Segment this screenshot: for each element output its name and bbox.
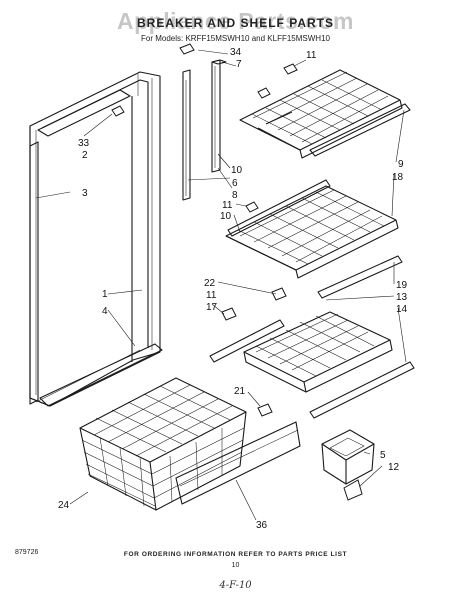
shelf-stop-clip xyxy=(257,403,273,417)
lower-trim-part xyxy=(39,343,163,407)
shelf-trim-bar-upper xyxy=(309,103,411,157)
callout-17: 17 xyxy=(206,302,218,313)
page-number: 10 xyxy=(231,562,240,569)
slide-rail-pair xyxy=(209,319,415,419)
callout-11-mid: 11 xyxy=(222,200,233,211)
top-wire-shelf xyxy=(239,69,403,159)
callout-6: 6 xyxy=(232,178,238,189)
callout-34: 34 xyxy=(230,47,242,58)
callout-2: 2 xyxy=(82,150,88,161)
basket-front-cover xyxy=(175,421,301,505)
callout-10-mid: 10 xyxy=(220,211,232,222)
watermark: Appliance Parts.com xyxy=(116,8,355,34)
callout-leader-lines xyxy=(35,49,407,521)
callout-14: 14 xyxy=(396,304,408,315)
shelf-bracket-top xyxy=(283,63,298,75)
callout-36: 36 xyxy=(256,520,268,531)
callout-9: 9 xyxy=(398,159,404,170)
callout-13: 13 xyxy=(396,292,408,303)
callout-33: 33 xyxy=(78,138,90,149)
shelf-trim-bar-middle xyxy=(227,179,331,237)
models-line: For Models: KRFF15MSWH10 and KLFF15MSWH1… xyxy=(141,34,330,43)
diagram-title: BREAKER AND SHELF PARTS xyxy=(136,16,334,30)
callout-3: 3 xyxy=(82,188,88,199)
bin-tab-part xyxy=(343,479,363,501)
small-storage-bin xyxy=(321,429,375,485)
callout-11-lower: 11 xyxy=(206,290,217,301)
callout-12: 12 xyxy=(388,462,400,473)
callout-8: 8 xyxy=(232,190,238,201)
callout-19: 19 xyxy=(396,280,408,291)
slide-bracket-part xyxy=(271,287,287,301)
document-code: 879726 xyxy=(15,549,39,556)
callout-11-top: 11 xyxy=(306,50,317,61)
callout-4: 4 xyxy=(102,306,108,317)
left-slide-bracket xyxy=(221,307,237,321)
wire-basket-part xyxy=(79,377,247,511)
breaker-frame-part xyxy=(29,71,161,407)
callout-1: 1 xyxy=(102,289,108,300)
frame-clip-part xyxy=(111,105,125,117)
callout-7: 7 xyxy=(236,59,242,70)
callout-18: 18 xyxy=(392,172,404,183)
middle-wire-shelf xyxy=(225,185,399,279)
mid-shelf-clip xyxy=(245,201,259,213)
shelf-trim-bar-lower xyxy=(317,255,403,299)
callout-10-upper: 10 xyxy=(231,165,243,176)
callout-21: 21 xyxy=(234,386,246,397)
ordering-note: FOR ORDERING INFORMATION REFER TO PARTS … xyxy=(123,551,348,558)
slide-out-wire-shelf xyxy=(243,311,393,393)
gasket-strip-part xyxy=(29,141,39,405)
handwritten-note: 4-F-10 xyxy=(219,580,252,591)
callout-5: 5 xyxy=(380,450,386,461)
callout-numbers: 34 7 11 33 2 3 10 6 8 9 18 11 10 22 11 1… xyxy=(58,47,408,531)
rail-cap-parts xyxy=(179,43,271,99)
shelf-ladder-rails xyxy=(182,59,227,201)
callout-24: 24 xyxy=(58,500,70,511)
callout-22: 22 xyxy=(204,278,216,289)
